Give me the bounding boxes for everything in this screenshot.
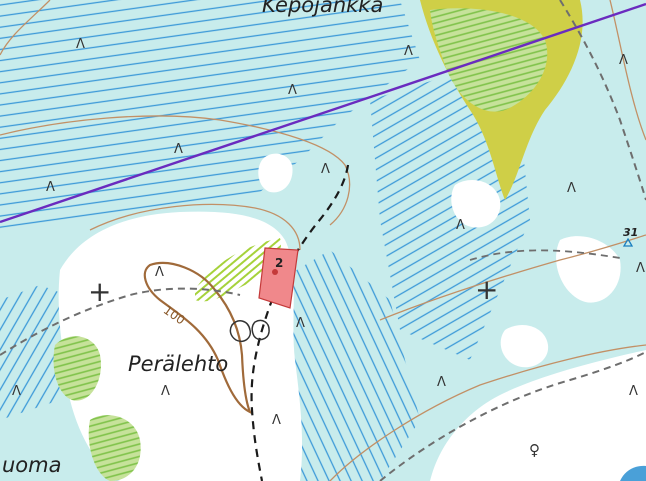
open-land-patch-east [556, 236, 621, 303]
marsh-icon: Λ [46, 180, 55, 195]
height-point-icon [622, 237, 634, 247]
marsh-icon: Λ [272, 413, 281, 428]
contour-line-2 [0, 115, 351, 226]
marsh-icon: Λ [629, 384, 638, 399]
trail [250, 164, 350, 481]
path-dashed-west [0, 287, 241, 356]
open-land-patch-mid [451, 180, 501, 228]
marsh-icon: Λ [161, 384, 170, 399]
marsh-icon: Λ [567, 181, 576, 196]
grove-west [53, 336, 101, 401]
cave-icon: ♀ [529, 441, 540, 459]
cross-marker-east: + [475, 273, 498, 306]
place-name-label[interactable]: Perälehto [128, 352, 228, 376]
open-land-patch-north [258, 153, 293, 193]
swamp-hatch-west [0, 0, 420, 230]
swamp-hatch-south [280, 250, 420, 481]
open-land-patch-se [500, 325, 549, 368]
marsh-symbols: Λ Λ Λ Λ Λ Λ Λ Λ Λ Λ Λ Λ Λ Λ Λ Λ Λ [12, 37, 645, 428]
yellow-green-hatch [195, 238, 281, 302]
marsh-icon: Λ [155, 265, 164, 280]
marsh-icon: Λ [636, 261, 645, 276]
path-dashed-southeast [379, 351, 646, 481]
open-land-east [430, 350, 646, 481]
site-marker[interactable] [272, 269, 278, 275]
grove-southwest [88, 415, 141, 481]
restricted-area[interactable] [258, 247, 299, 309]
green-striped-field [430, 8, 548, 112]
marsh-icon: Λ [321, 162, 330, 177]
site-number-label: 2 [275, 256, 283, 270]
power-line [0, 2, 646, 224]
southwest-name-label[interactable]: uoma [2, 453, 61, 477]
marsh-icon: Λ [437, 375, 446, 390]
path-dashed-mid [469, 249, 621, 261]
marsh-icon: Λ [456, 218, 465, 233]
contour-line-5 [329, 344, 646, 481]
contour-line-3 [89, 203, 301, 251]
marsh-icon: Λ [288, 83, 297, 98]
marsh-icon: Λ [12, 384, 21, 399]
contour-line-4 [379, 234, 646, 321]
rock-formation [229, 319, 270, 342]
north-name-label[interactable]: Kepojänkkä [262, 0, 383, 17]
height-point-label: 31 [623, 226, 638, 239]
marsh-icon: Λ [404, 44, 413, 59]
path-dashed-east [559, 0, 646, 201]
cross-marker-west: + [88, 275, 111, 308]
marsh-icon: Λ [174, 142, 183, 157]
marsh-icon: Λ [619, 53, 628, 68]
contour-line-6 [0, 0, 51, 56]
marsh-icon: Λ [296, 316, 305, 331]
marsh-icon: Λ [76, 37, 85, 52]
water-body [620, 465, 646, 481]
